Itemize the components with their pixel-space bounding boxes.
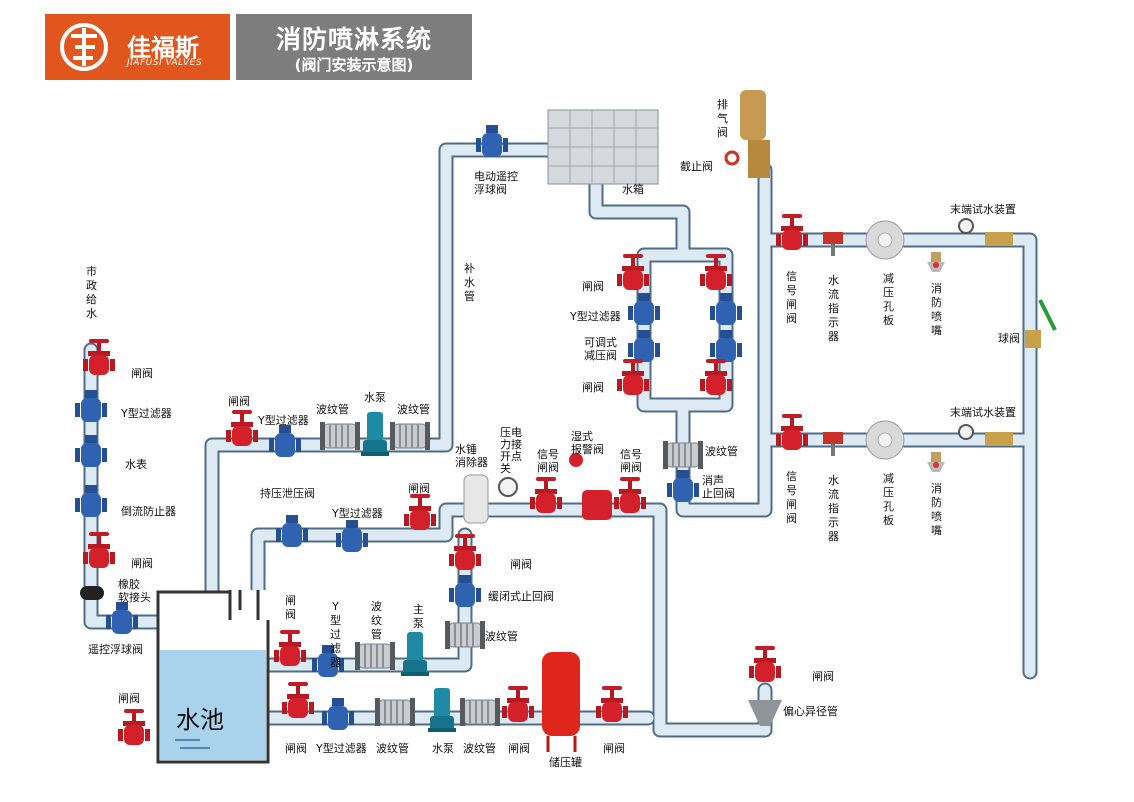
gate-valve-label-11: 闸阀 (582, 280, 604, 293)
bellows-label-1: 波纹管 (316, 403, 349, 416)
gate-valve-label-10: 闸阀 (603, 742, 625, 755)
bellows-label-2: 波纹管 (397, 403, 430, 416)
water-meter-label: 水表 (125, 458, 147, 471)
eccentric-reducer-label: 偏心异径管 (783, 705, 838, 718)
gate-valve-label-5: 闸阀 (408, 482, 430, 495)
page-subtitle: (阀门安装示意图) (294, 56, 414, 74)
rubber-joint-label: 橡胶 软接头 (118, 578, 151, 604)
ball-valve-label: 球阀 (998, 332, 1020, 345)
water-hammer-arrestor-label: 水锤 消除器 (455, 443, 488, 469)
bellows-label-4: 波纹管 (371, 600, 382, 641)
bellows-label-5: 波纹管 (376, 742, 409, 755)
pump-label-2: 水泵 (432, 742, 454, 755)
y-strainer-label-4: Y型过滤器 (330, 600, 341, 669)
brand-emblem-icon (60, 23, 108, 71)
water-tank-label: 水箱 (622, 183, 644, 196)
water-pool (156, 590, 270, 764)
municipal-supply-label: 市政给水 (86, 265, 97, 320)
sprinkler-label-2: 消防喷嘴 (931, 482, 942, 537)
y-strainer-label-3: Y型过滤器 (332, 507, 383, 520)
bellows-label-6: 波纹管 (463, 742, 496, 755)
flow-indicator-label-2: 水流指示器 (828, 474, 839, 543)
silent-check-valve-label: 消声 止回阀 (702, 474, 735, 500)
backflow-preventer-label: 倒流防止器 (121, 505, 176, 518)
electric-float-valve-label: 电动遥控 浮球阀 (474, 170, 518, 196)
page-title: 消防喷淋系统 (275, 25, 432, 54)
exhaust-valve-label: 排气阀 (717, 98, 728, 139)
gate-valve-label-13: 闸阀 (812, 670, 834, 683)
pressure-switch-label: 压电 力接 开点 关 (500, 426, 522, 475)
pressure-relief-valve-label: 持压泄压阀 (260, 487, 315, 500)
signal-valve-label-1: 信号闸阀 (786, 270, 797, 325)
orifice-plate-label-2: 减压孔板 (883, 472, 894, 527)
brand-logo-panel: 佳福斯 JIAFUSI VALVES (45, 14, 230, 80)
gate-valve-label-8: 闸阀 (285, 742, 307, 755)
gate-valve-label-12: 闸阀 (582, 381, 604, 394)
brand-name-cn: 佳福斯 (127, 34, 199, 62)
gate-valve-label-9: 闸阀 (508, 742, 530, 755)
signal-valve-label-2: 信号闸阀 (786, 470, 797, 525)
signal-gate-valve-label-1: 信号 闸阀 (537, 448, 559, 474)
gate-valve-label-4: 闸阀 (228, 395, 250, 408)
y-strainer-label-5: Y型过滤器 (316, 742, 367, 755)
brand-name-en: JIAFUSI VALVES (127, 58, 203, 68)
gate-valve-label-7: 闸阀 (285, 594, 296, 621)
pump-label-1: 水泵 (364, 391, 386, 404)
bellows-label-7: 波纹管 (705, 445, 738, 458)
gate-valve-label-2: 闸阀 (131, 557, 153, 570)
gate-valve-label-1: 闸阀 (131, 367, 153, 380)
water-tank (547, 109, 659, 185)
adjustable-prv-label: 可调式 减压阀 (584, 336, 617, 362)
sprinkler-label-1: 消防喷嘴 (931, 282, 942, 337)
end-test-device-label-2: 末端试水装置 (950, 406, 1016, 419)
flow-indicator-label-1: 水流指示器 (828, 274, 839, 343)
makeup-pipe-label: 补水管 (464, 262, 475, 303)
pressure-tank-shape (542, 652, 580, 736)
y-strainer-label-2: Y型过滤器 (258, 414, 309, 427)
main-pump-label: 主泵 (413, 603, 424, 630)
slow-check-valve-label: 缓闭式止回阀 (488, 590, 554, 603)
signal-gate-valve-label-2: 信号 闸阀 (620, 448, 642, 474)
orifice-plate-label-1: 减压孔板 (883, 272, 894, 327)
gate-valve-label-3: 闸阀 (118, 692, 140, 705)
y-strainer-label-6: Y型过滤器 (570, 310, 621, 323)
gate-valve-label-6: 闸阀 (510, 558, 532, 571)
wet-alarm-valve-label: 湿式 报警阀 (571, 430, 604, 456)
end-test-device-label-1: 末端试水装置 (950, 203, 1016, 216)
stop-valve-label: 截止阀 (680, 160, 713, 173)
bellows-label-3: 波纹管 (485, 630, 518, 643)
y-strainer-label-1: Y型过滤器 (121, 407, 172, 420)
title-panel: 消防喷淋系统 (阀门安装示意图) (236, 14, 472, 80)
pool-label: 水池 (176, 706, 224, 734)
remote-float-valve-label: 遥控浮球阀 (88, 643, 143, 656)
pressure-tank-label: 储压罐 (549, 756, 582, 769)
